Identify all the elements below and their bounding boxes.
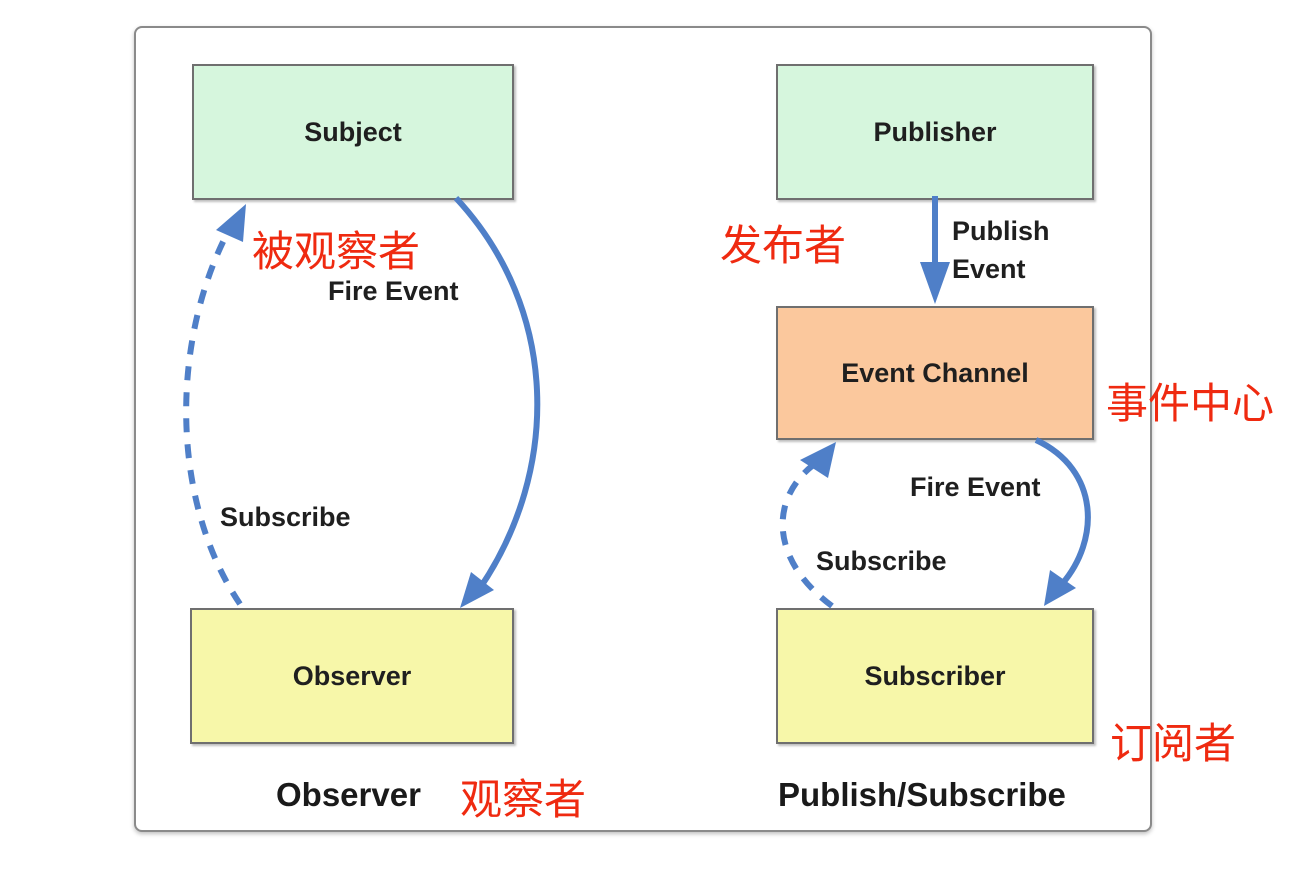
- subscribe-arrowhead-pubsub: [800, 442, 836, 478]
- pubsub-caption: Publish/Subscribe: [778, 776, 1066, 813]
- event-channel-annotation-zh: 事件中心: [1106, 379, 1275, 428]
- publish-event-label-line1: Publish: [952, 216, 1050, 246]
- fire-event-label-pubsub: Fire Event: [910, 472, 1041, 502]
- subscribe-arrowhead-observer: [216, 204, 246, 242]
- fire-event-label-observer: Fire Event: [328, 276, 459, 306]
- fire-event-arrowhead-observer: [460, 572, 494, 608]
- observer-box: Observer: [190, 608, 514, 744]
- publisher-label: Publisher: [873, 116, 997, 147]
- publish-event-label-line2: Event: [952, 254, 1026, 284]
- subscriber-label: Subscriber: [864, 660, 1006, 691]
- event-channel-box: Event Channel: [776, 306, 1094, 440]
- fire-event-arrow-pubsub: [1034, 437, 1091, 586]
- subscribe-label-pubsub: Subscribe: [816, 546, 947, 576]
- observer-caption-zh: 观察者: [460, 775, 587, 824]
- subject-box: Subject: [192, 64, 514, 200]
- subject-label: Subject: [304, 116, 402, 147]
- fire-event-arrow-observer: [453, 195, 541, 590]
- subject-annotation-zh: 被观察者: [252, 227, 421, 276]
- subscribe-arrow-pubsub: [779, 463, 834, 609]
- subscriber-annotation-zh: 订阅者: [1110, 719, 1237, 768]
- subscribe-label-observer: Subscribe: [220, 502, 351, 532]
- subscriber-box: Subscriber: [776, 608, 1094, 744]
- observer-label: Observer: [292, 660, 412, 691]
- observer-caption: Observer: [276, 776, 421, 813]
- publish-event-arrowhead: [920, 262, 950, 304]
- publisher-annotation-zh: 发布者: [720, 221, 847, 270]
- subscribe-arrow-observer: [183, 226, 243, 606]
- event-channel-label: Event Channel: [841, 357, 1029, 388]
- fire-event-arrowhead-pubsub: [1044, 570, 1076, 606]
